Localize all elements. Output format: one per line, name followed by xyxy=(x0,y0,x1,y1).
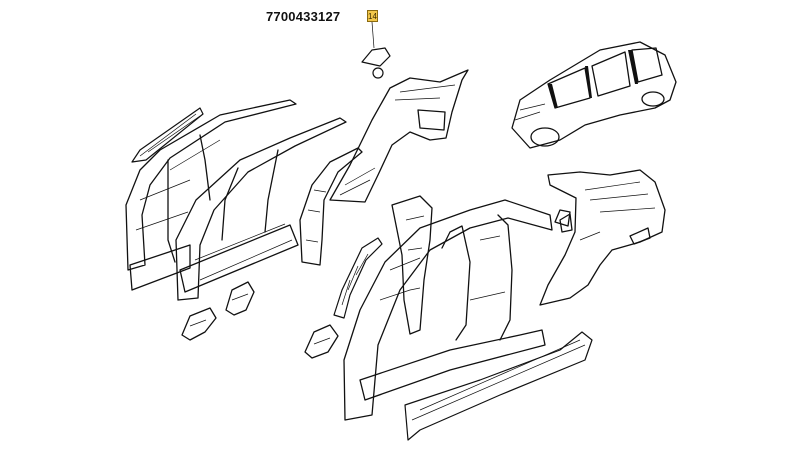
side-frame-panel[interactable] xyxy=(343,199,553,421)
rear-quarter-outer-panel[interactable] xyxy=(539,169,666,306)
small-bracket-rear[interactable] xyxy=(554,209,571,227)
front-side-frame-inner[interactable] xyxy=(175,117,347,301)
small-bracket-right[interactable] xyxy=(225,281,255,316)
sill-panel[interactable] xyxy=(404,331,593,441)
rear-door-frame[interactable] xyxy=(391,195,433,335)
car-overview xyxy=(511,41,677,149)
b-pillar-reinforcement[interactable] xyxy=(333,237,383,319)
small-bracket-left[interactable] xyxy=(181,307,217,341)
part-number-label[interactable]: 7700433127 xyxy=(266,9,341,24)
fuel-filler-flap[interactable] xyxy=(361,21,391,79)
callout-marker-icon[interactable]: 14 xyxy=(367,10,378,22)
rear-quarter-inner-panel[interactable] xyxy=(329,69,469,203)
windshield-pillar-reinforcement[interactable] xyxy=(131,107,204,163)
small-bracket-center[interactable] xyxy=(304,324,339,359)
b-pillar-inner[interactable] xyxy=(299,147,363,266)
front-side-frame-outer[interactable] xyxy=(125,99,297,291)
